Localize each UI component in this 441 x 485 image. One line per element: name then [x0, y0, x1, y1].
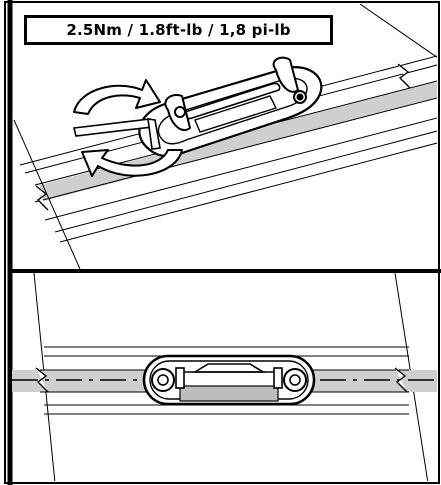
rail-edge	[59, 142, 437, 243]
rotation-arrow-icon	[73, 79, 183, 177]
clamp-screws	[164, 56, 307, 131]
rail-break-symbol	[35, 63, 411, 211]
rotation-arrow-upper	[73, 79, 161, 115]
rail-edge	[34, 97, 437, 203]
frame-border	[4, 1, 440, 484]
rail-break-symbol	[35, 367, 408, 393]
panel-top	[13, 4, 437, 269]
rail-edge	[54, 130, 437, 233]
screw-hole-right-inner	[296, 93, 304, 101]
clamp-body	[138, 66, 323, 157]
screw-hole-right	[289, 374, 301, 386]
torque-spec-label: 2.5Nm / 1.8ft-lb / 1,8 pi-lb	[24, 15, 333, 45]
clamp-slot-gray	[179, 385, 279, 402]
screw-hole-left	[174, 106, 186, 118]
clamp-handle	[192, 363, 266, 373]
rail-edge	[44, 117, 437, 221]
screw-hole-left	[157, 374, 169, 386]
frame	[4, 0, 441, 485]
perspective-lines	[13, 4, 437, 269]
clamp-top-view	[142, 354, 316, 406]
rail-diagonal	[19, 55, 437, 243]
hex-key-icon	[73, 118, 161, 150]
hex-key-short-arm	[147, 118, 161, 150]
clamp-slot	[194, 95, 277, 133]
screw-head-right	[272, 56, 300, 93]
rotation-arrow-lower	[81, 149, 183, 177]
clamp-post-right	[273, 367, 283, 389]
panel-bottom	[12, 273, 437, 481]
clamp-post-left	[175, 367, 185, 389]
